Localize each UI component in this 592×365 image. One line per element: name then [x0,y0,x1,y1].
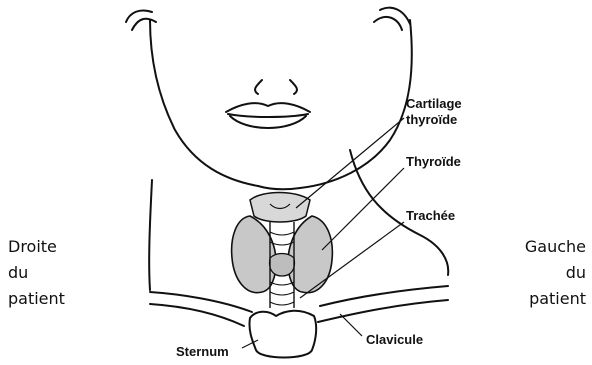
side-left-line3: patient [8,286,65,312]
side-right-line2: du [525,260,586,286]
chin-outline [258,186,300,189]
side-right-line3: patient [525,286,586,312]
cartilage-callout-line [296,118,404,208]
clavicle-left-bottom [150,304,244,326]
label-thyroid: Thyroïde [406,154,461,169]
label-clavicle: Clavicule [366,332,423,347]
face-right-outline [300,20,412,188]
clavicle-right-top [320,286,448,306]
side-left-line2: du [8,260,65,286]
mouth-line [228,114,308,117]
clavicle-right-bottom [318,300,448,322]
label-cartilage-line1: Cartilage [406,96,462,111]
clavicle-left-top [150,292,252,312]
patient-right-side-label: Droite du patient [8,234,65,312]
face-left-outline [150,20,258,186]
side-right-line1: Gauche [525,234,586,260]
side-left-line1: Droite [8,234,65,260]
upper-lip [226,103,310,112]
label-sternum: Sternum [176,344,229,359]
label-trachea: Trachée [406,208,455,223]
thyroid-isthmus [270,254,295,277]
patient-left-side-label: Gauche du patient [525,234,586,312]
sternum-shape [249,311,316,358]
hair-right [374,8,410,30]
neck-left [149,180,152,290]
hair-left [126,10,156,30]
clavicle-callout-line [340,314,362,336]
nose [255,80,297,94]
label-cartilage-line2: thyroïde [406,112,457,127]
thyroid-cartilage [250,193,310,223]
